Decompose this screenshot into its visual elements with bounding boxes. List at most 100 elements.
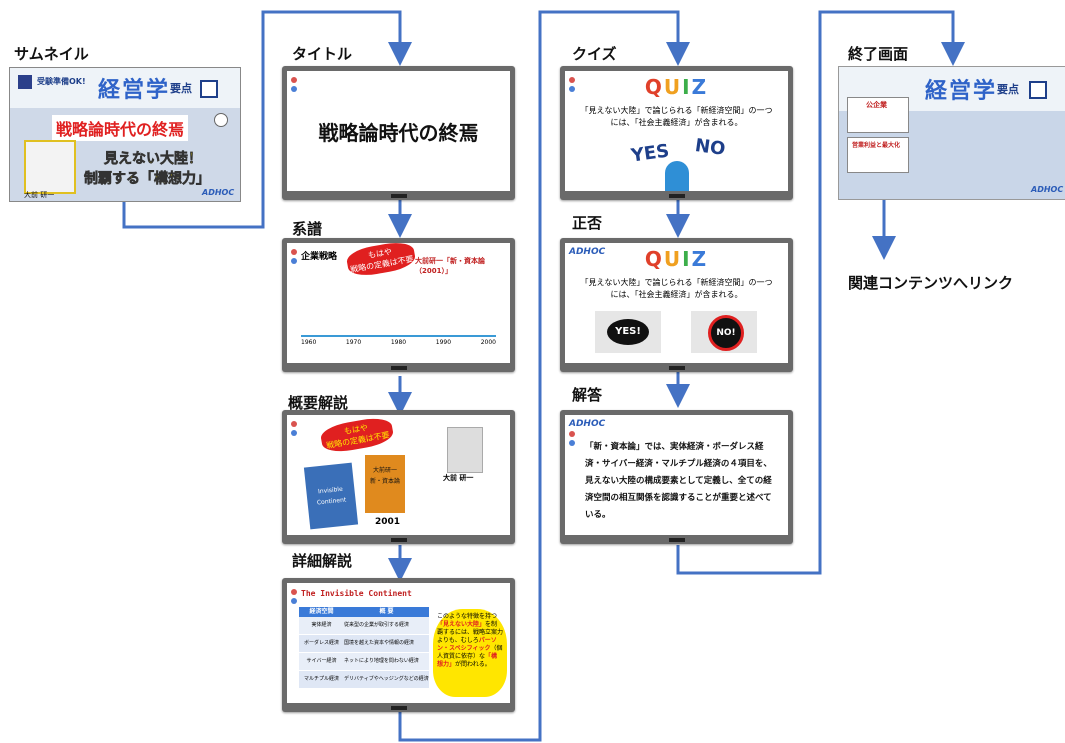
related-card[interactable]: 営業利益と最大化 bbox=[847, 137, 909, 173]
end-screen-card: 経営学 要点 公企業 営業利益と最大化 ADHOC bbox=[838, 66, 1065, 200]
cell: デリバティブやヘッジングなどの経済 bbox=[344, 676, 429, 682]
table-row: サイバー経済 ネットにより地理を問わない経済 bbox=[299, 653, 429, 671]
slide-answer: ADHOC 「新・資本論」では、実体経済・ボーダレス経済・サイバー経済・マルチプ… bbox=[560, 410, 793, 544]
overview-banner: もはや 戦略の定義は不要 bbox=[319, 415, 395, 456]
end-brand-logo: ADHOC bbox=[1031, 185, 1064, 194]
slide-lineage: 企業戦略 もはや 戦略の定義は不要 大前研一「新・資本論（2001）」 1960… bbox=[282, 238, 515, 372]
person-photo bbox=[447, 427, 483, 473]
answer-text: 「新・資本論」では、実体経済・ボーダレス経済・サイバー経済・マルチプル経済の４項… bbox=[585, 442, 772, 520]
note-text: を制覇するには、戦略立案力よりも、むしろ bbox=[437, 621, 504, 644]
slide-quiz: QUIZ 「見えない大陸」で論じられる「新経済空間」の一つには、「社会主義経済」… bbox=[560, 66, 793, 200]
quiz-question: 「見えない大陸」で論じられる「新経済空間」の一つには、「社会主義経済」が含まれる… bbox=[580, 106, 773, 127]
book-right-title: 大前研一 新・資本論 bbox=[369, 467, 400, 485]
book-left: Invisible Continent bbox=[303, 462, 359, 530]
related-card[interactable]: 公企業 bbox=[847, 97, 909, 133]
end-logo-sub: 要点 bbox=[997, 83, 1019, 96]
col-header: 概 要 bbox=[379, 608, 394, 615]
year-label: 1980 bbox=[390, 339, 407, 346]
cell: ボーダレス経済 bbox=[303, 640, 339, 646]
year-label: 1960 bbox=[301, 339, 317, 346]
table-row: 実体経済 従来型の企業が取引する経済 bbox=[299, 617, 429, 635]
title-text: 戦略論時代の終焉 bbox=[318, 121, 479, 145]
timeline-years: 1960 1970 1980 1990 2000 bbox=[301, 339, 496, 346]
label-quiz: クイズ bbox=[572, 45, 617, 63]
logo-icon bbox=[1029, 81, 1047, 99]
quiz-letter: Q bbox=[644, 75, 664, 99]
note-highlight: 「見えない大陸」 bbox=[437, 621, 486, 628]
connector-thumb-to-title bbox=[122, 10, 412, 229]
year-label: 1990 bbox=[435, 339, 452, 346]
label-end-screen: 終了画面 bbox=[848, 45, 909, 63]
quiz-title: QUIZ bbox=[565, 247, 788, 271]
quiz-title: QUIZ bbox=[565, 75, 788, 99]
year-label: 1970 bbox=[345, 339, 362, 346]
label-lineage: 系譜 bbox=[292, 220, 323, 238]
label-title: タイトル bbox=[292, 45, 353, 63]
label-related-link[interactable]: 関連コンテンツへリンク bbox=[848, 274, 1014, 292]
yes-bubble: YES! bbox=[607, 319, 649, 345]
detail-table: 経済空間 概 要 実体経済 従来型の企業が取引する経済 ボーダレス経済 国境を越… bbox=[299, 607, 429, 688]
person-photo bbox=[24, 140, 76, 194]
badge bbox=[18, 75, 32, 89]
detail-note: このような特徴を持つ「見えない大陸」を制覇するには、戦略立案力よりも、むしろパー… bbox=[433, 609, 507, 697]
table-row: マルチプル経済 デリバティブやヘッジングなどの経済 bbox=[299, 671, 429, 688]
note-text: が問われる。 bbox=[455, 661, 491, 668]
quiz-letter: U bbox=[663, 247, 683, 271]
teacher-icon bbox=[665, 161, 689, 191]
related-card-label: 営業利益と最大化 bbox=[852, 142, 901, 149]
brand-logo: ADHOC bbox=[202, 188, 235, 197]
cell: サイバー経済 bbox=[306, 658, 337, 664]
person-caption: 大前 研一 bbox=[443, 474, 474, 482]
no-panel: NO! bbox=[691, 311, 757, 353]
cell: 国境を越えた資本や情報の経済 bbox=[344, 640, 415, 646]
slide-answer-check: ADHOC QUIZ 「見えない大陸」で論じられる「新経済空間」の一つには、「社… bbox=[560, 238, 793, 372]
label-answer-check: 正否 bbox=[572, 214, 603, 232]
book-year: 2001 bbox=[375, 517, 401, 527]
check-question: 「見えない大陸」で論じられる「新経済空間」の一つには、「社会主義経済」が含まれる… bbox=[580, 278, 773, 299]
quiz-no: NO bbox=[693, 134, 727, 161]
book-right: 大前研一 新・資本論 bbox=[365, 455, 405, 513]
badge-text: 受験準備OK! bbox=[37, 77, 86, 86]
thumbnail-card: 受験準備OK! 経営学 要点 戦略論時代の終焉 大前 研一 見えない大陸！ 制覇… bbox=[9, 67, 241, 202]
cell: 従来型の企業が取引する経済 bbox=[344, 622, 410, 628]
cell: ネットにより地理を問わない経済 bbox=[344, 658, 419, 664]
quiz-letter: U bbox=[663, 75, 683, 99]
note-highlight: 「構想力」 bbox=[437, 653, 498, 668]
slide-detail: The Invisible Continent 経済空間 概 要 実体経済 従来… bbox=[282, 578, 515, 712]
connector-answer-to-end bbox=[676, 10, 965, 575]
logo-main: 経営学 bbox=[98, 78, 171, 103]
brand-logo: ADHOC bbox=[569, 247, 606, 257]
label-answer: 解答 bbox=[572, 386, 603, 404]
slide-overview: もはや 戦略の定義は不要 Invisible Continent 大前研一 新・… bbox=[282, 410, 515, 544]
note-text: （個人資質に依存）な bbox=[437, 645, 503, 660]
label-detail: 詳細解説 bbox=[292, 552, 353, 570]
brand-logo: ADHOC bbox=[569, 419, 606, 429]
quiz-letter: I bbox=[682, 75, 692, 99]
cell: 実体経済 bbox=[311, 622, 332, 628]
label-overview: 概要解説 bbox=[288, 394, 349, 412]
label-thumbnail: サムネイル bbox=[14, 45, 89, 63]
note-highlight: パーソン・スペシフィック bbox=[437, 637, 497, 652]
clock-icon bbox=[214, 113, 228, 127]
slide-title: 戦略論時代の終焉 bbox=[282, 66, 515, 200]
yes-panel: YES! bbox=[595, 311, 661, 353]
logo-sub: 要点 bbox=[170, 82, 192, 95]
timeline-axis bbox=[301, 335, 496, 337]
book-left-title: Invisible Continent bbox=[316, 485, 347, 507]
quiz-yes: YES bbox=[629, 140, 671, 167]
logo-icon bbox=[200, 80, 218, 98]
thumbnail-headline: 戦略論時代の終焉 bbox=[52, 115, 189, 141]
quiz-letter: Z bbox=[691, 75, 709, 99]
lineage-heading: 企業戦略 bbox=[301, 252, 338, 262]
lineage-title: 大前研一「新・資本論（2001）」 bbox=[415, 257, 485, 275]
table-row: ボーダレス経済 国境を越えた資本や情報の経済 bbox=[299, 635, 429, 653]
no-sign: NO! bbox=[708, 315, 744, 351]
year-label: 2000 bbox=[480, 339, 496, 346]
quiz-letter: Z bbox=[691, 247, 709, 271]
person-caption: 大前 研一 bbox=[24, 191, 55, 199]
end-logo-main: 経営学 bbox=[925, 79, 998, 104]
detail-title: The Invisible Continent bbox=[301, 589, 412, 598]
cell: マルチプル経済 bbox=[303, 676, 339, 682]
quiz-letter: Q bbox=[644, 247, 664, 271]
